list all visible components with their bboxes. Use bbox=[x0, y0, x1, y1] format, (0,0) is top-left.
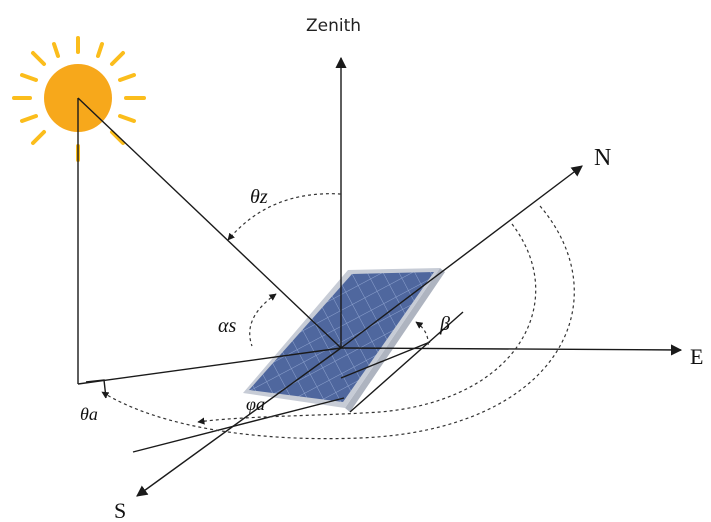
north-label: N bbox=[594, 145, 611, 171]
tilt-angle-label: β bbox=[439, 313, 450, 335]
east-axis bbox=[340, 344, 683, 356]
altitude-angle-label: αs bbox=[218, 315, 236, 337]
azimuth-reference-line bbox=[132, 397, 345, 453]
tilt-reference-line bbox=[349, 311, 464, 413]
tilt-angle-arc bbox=[415, 321, 429, 349]
north-axis bbox=[340, 165, 583, 349]
altitude-angle-arc bbox=[249, 293, 277, 347]
zenith-label: Zenith bbox=[306, 16, 361, 36]
panel-azimuth-label: φa bbox=[246, 394, 265, 414]
panel-ground-line bbox=[340, 341, 431, 379]
panel-frame-side bbox=[345, 268, 445, 412]
south-axis bbox=[136, 347, 342, 497]
zenith-angle-arc bbox=[227, 193, 342, 241]
sun-ray-line bbox=[77, 97, 342, 349]
solar-panel bbox=[243, 268, 445, 412]
sun-rays bbox=[12, 36, 146, 162]
south-label: S bbox=[114, 498, 126, 522]
solar-azimuth-label: θa bbox=[80, 404, 98, 424]
outer-azimuth-arc bbox=[101, 205, 575, 440]
east-label: E bbox=[690, 344, 703, 369]
sun-projection-line bbox=[77, 347, 342, 385]
zenith-angle-label: θz bbox=[250, 186, 268, 208]
